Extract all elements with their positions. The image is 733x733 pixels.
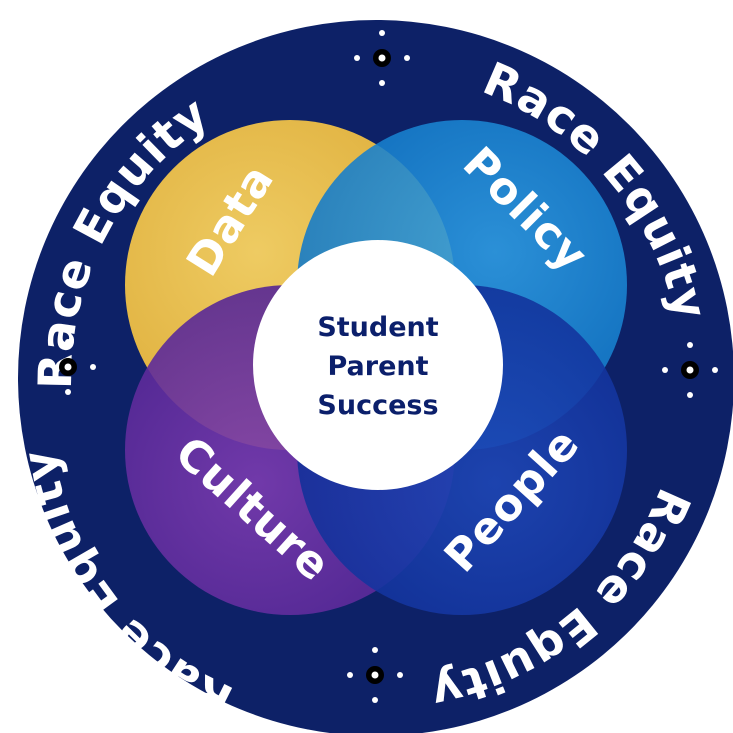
center-line-3: Success — [317, 390, 438, 421]
center-line-1: Student — [317, 312, 438, 343]
center-line-2: Parent — [327, 351, 428, 382]
center-circle — [253, 240, 503, 490]
